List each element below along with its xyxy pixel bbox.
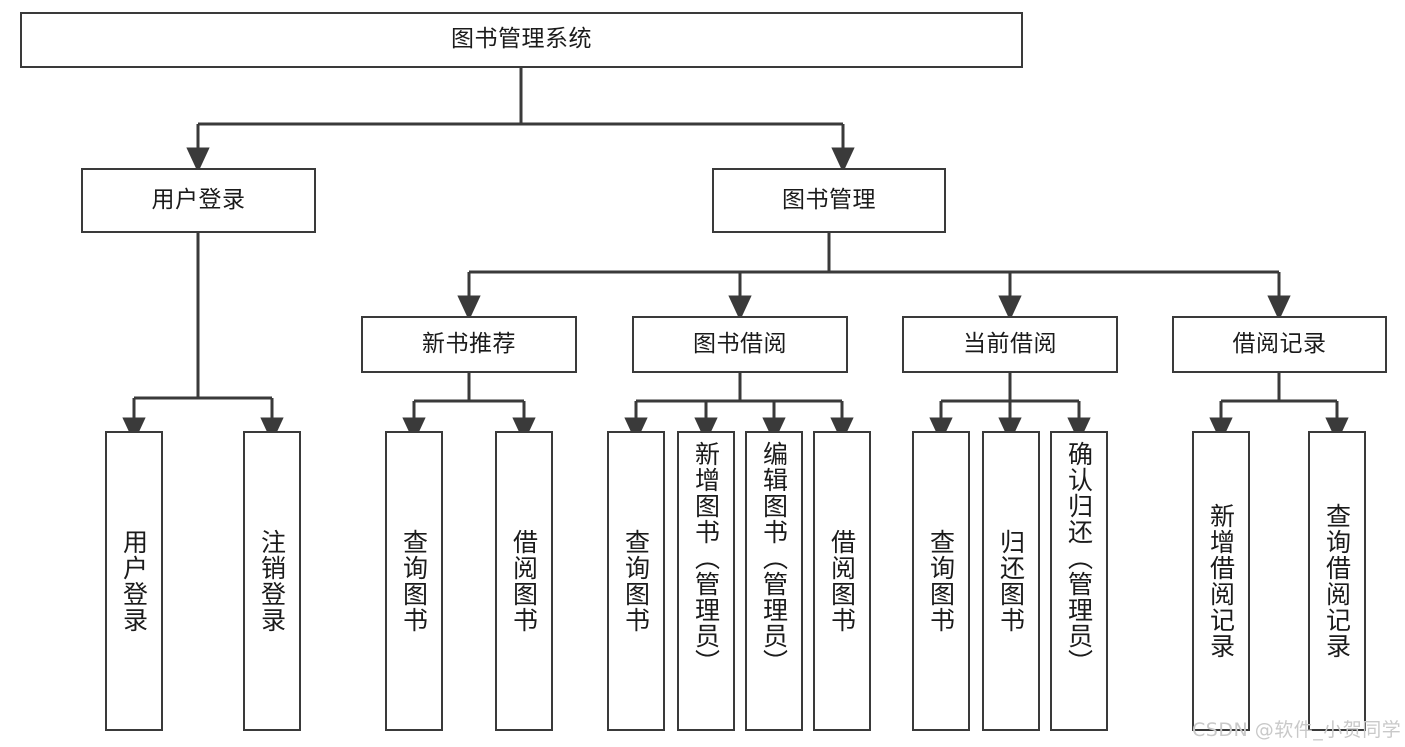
node-label: 借阅图书: [509, 529, 539, 633]
node-leaf-add-borrow-record[interactable]: 新增借阅记录: [1192, 431, 1250, 731]
node-user-login[interactable]: 用户登录: [81, 168, 316, 233]
node-label: 确认归还（管理员）: [1064, 441, 1094, 675]
node-label: 新增借阅记录: [1206, 503, 1236, 659]
node-label: 借阅记录: [1232, 330, 1327, 357]
node-leaf-return-book[interactable]: 归还图书: [982, 431, 1040, 731]
node-root-system[interactable]: 图书管理系统: [20, 12, 1023, 68]
node-label: 新增图书（管理员）: [691, 441, 721, 675]
node-label: 归还图书: [996, 529, 1026, 633]
node-label: 查询借阅记录: [1322, 503, 1352, 659]
node-leaf-query-book-recommend[interactable]: 查询图书: [385, 431, 443, 731]
node-label: 查询图书: [399, 529, 429, 633]
node-label: 用户登录: [119, 529, 149, 633]
node-book-management[interactable]: 图书管理: [712, 168, 946, 233]
node-current-borrow[interactable]: 当前借阅: [902, 316, 1118, 373]
node-label: 图书借阅: [693, 330, 787, 357]
node-label: 借阅图书: [827, 529, 857, 633]
node-leaf-confirm-return[interactable]: 确认归还（管理员）: [1050, 431, 1108, 731]
node-label: 注销登录: [257, 529, 287, 633]
node-leaf-query-borrow-record[interactable]: 查询借阅记录: [1308, 431, 1366, 731]
node-label: 图书管理系统: [451, 26, 592, 53]
node-leaf-query-book-current[interactable]: 查询图书: [912, 431, 970, 731]
node-leaf-query-book-borrow[interactable]: 查询图书: [607, 431, 665, 731]
node-leaf-add-book[interactable]: 新增图书（管理员）: [677, 431, 735, 731]
node-book-borrow[interactable]: 图书借阅: [632, 316, 848, 373]
node-leaf-logout-login[interactable]: 注销登录: [243, 431, 301, 731]
node-leaf-borrow-book-recommend[interactable]: 借阅图书: [495, 431, 553, 731]
node-leaf-edit-book[interactable]: 编辑图书（管理员）: [745, 431, 803, 731]
watermark-text: CSDN @软件_小贺同学: [1192, 719, 1402, 741]
node-label: 查询图书: [926, 529, 956, 633]
node-label: 图书管理: [782, 186, 876, 213]
node-borrow-record[interactable]: 借阅记录: [1172, 316, 1387, 373]
node-label: 当前借阅: [963, 330, 1057, 357]
node-new-book-recommend[interactable]: 新书推荐: [361, 316, 577, 373]
node-label: 用户登录: [151, 186, 246, 213]
node-leaf-borrow-book[interactable]: 借阅图书: [813, 431, 871, 731]
node-label: 查询图书: [621, 529, 651, 633]
node-label: 编辑图书（管理员）: [759, 441, 789, 675]
node-label: 新书推荐: [422, 330, 516, 357]
node-leaf-user-login[interactable]: 用户登录: [105, 431, 163, 731]
